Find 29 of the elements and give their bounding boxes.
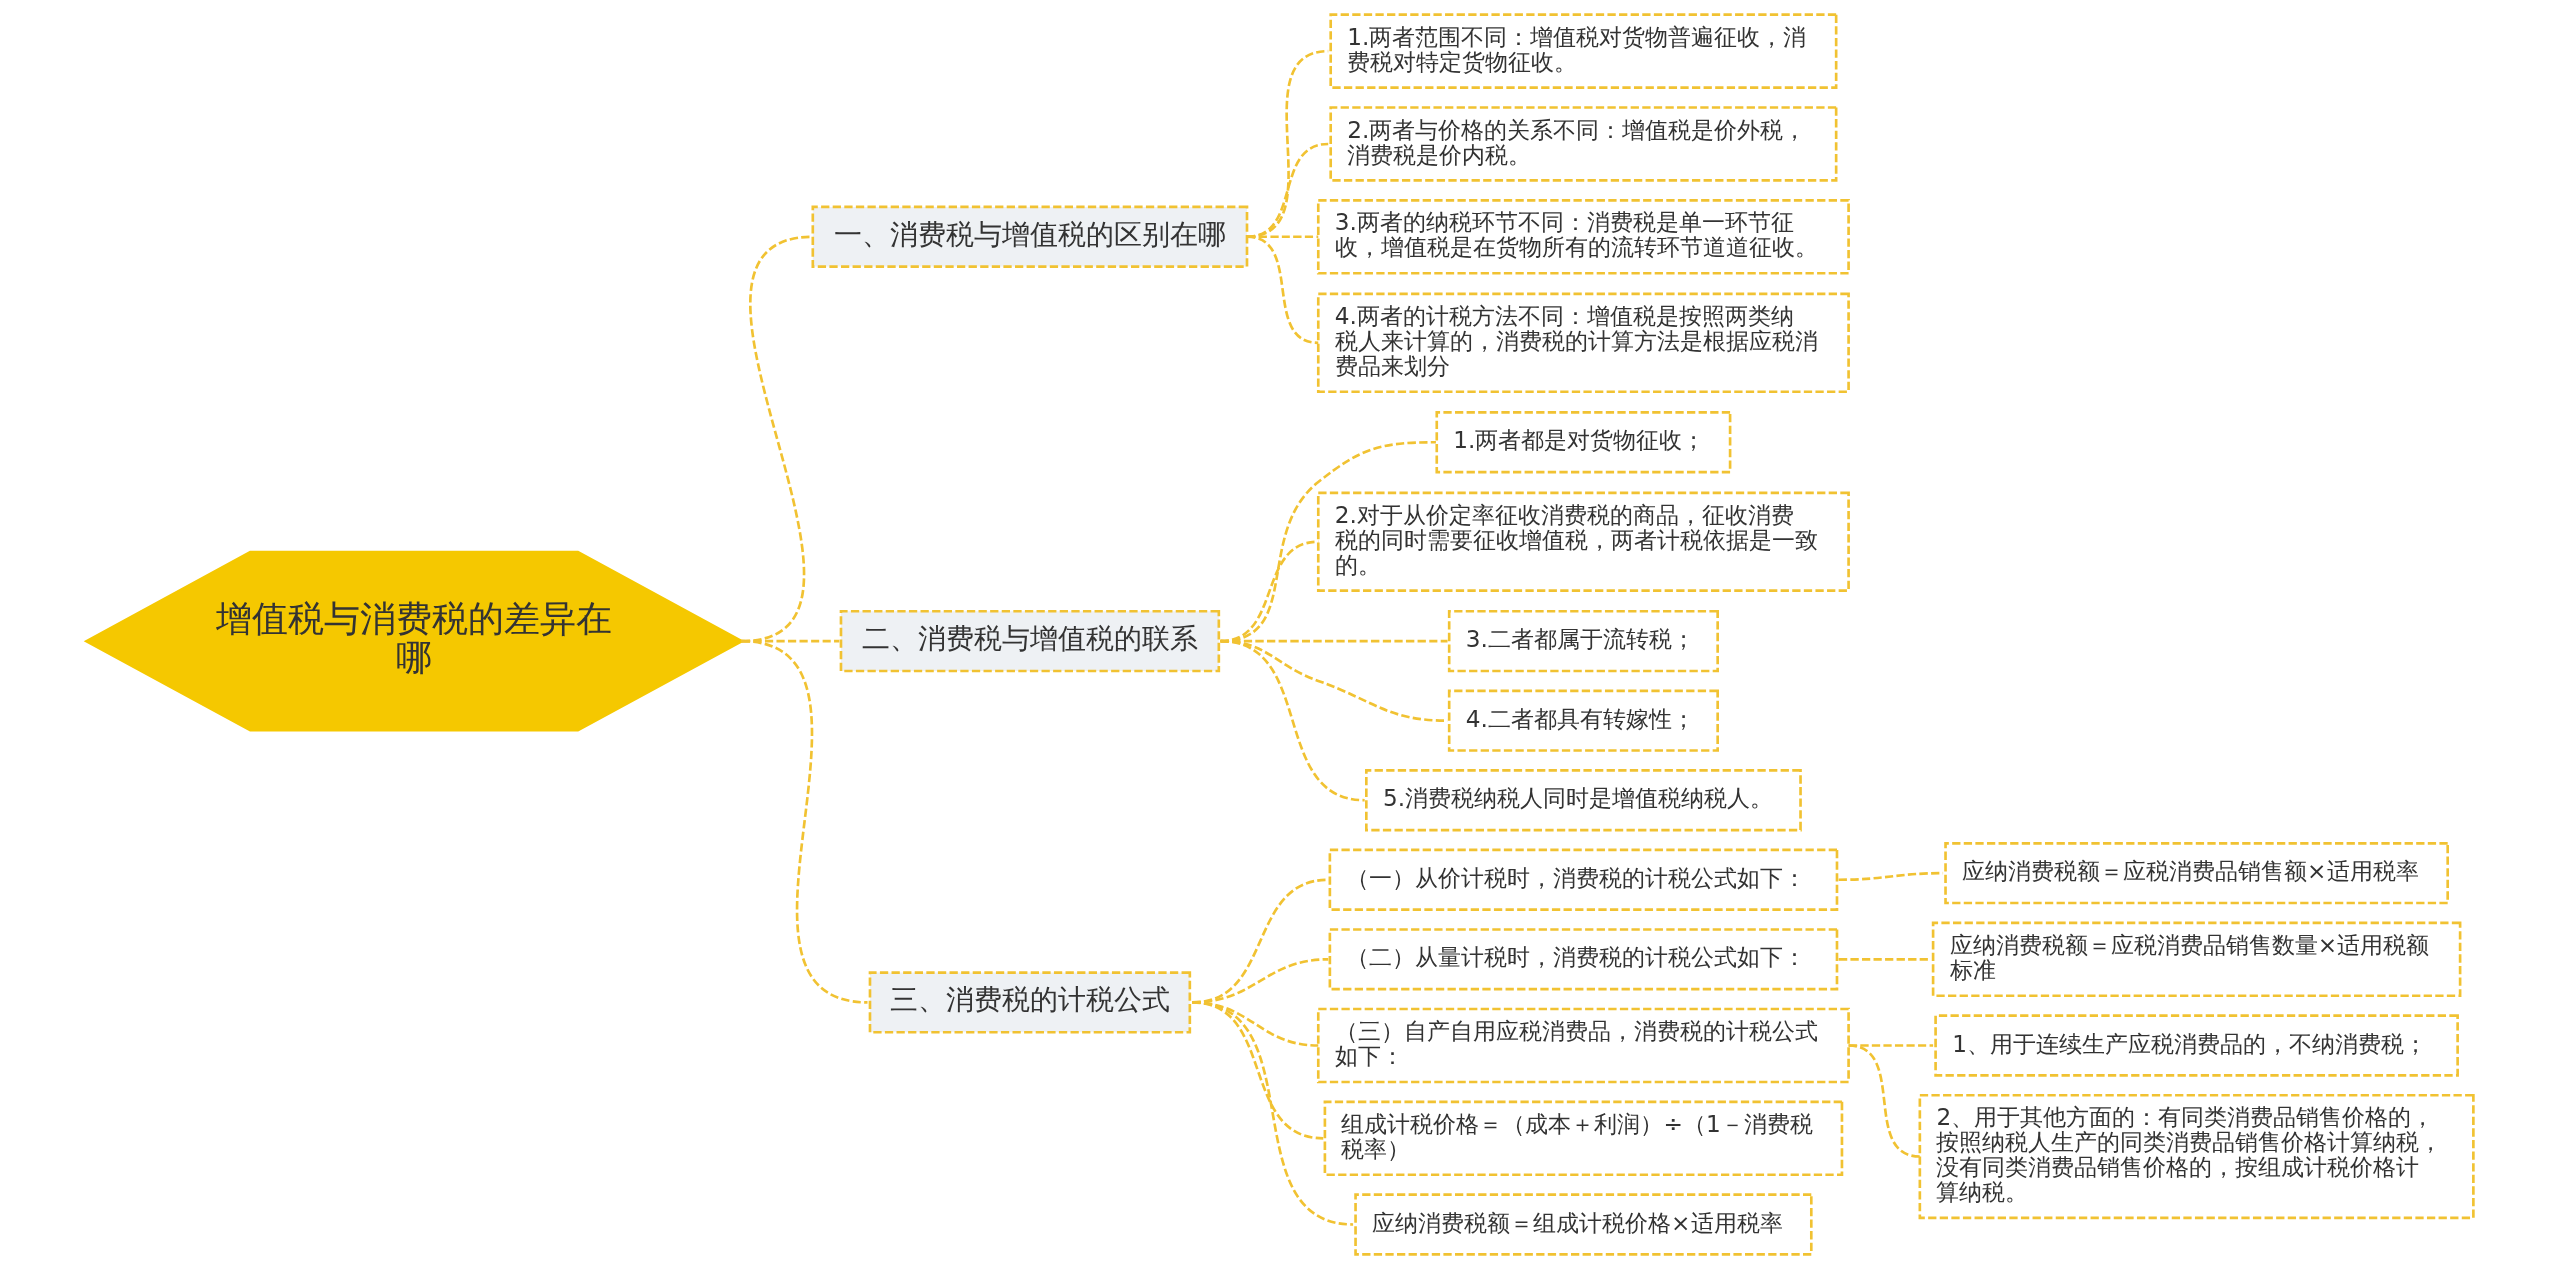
node-box: 4.两者的计税方法不同：增值税是按照两类纳税人来计算的，消费税的计算方法是根据应税消费品来划分: [1316, 292, 1850, 394]
connector: [1848, 1044, 1921, 1158]
node-box: （一）从价计税时，消费税的计税公式如下：: [1328, 848, 1839, 911]
connector: [1246, 142, 1329, 239]
node-box: 组成计税价格＝（成本＋利润）÷（1－消费税税率）: [1323, 1100, 1844, 1177]
node-box: （二）从量计税时，消费税的计税公式如下：: [1328, 928, 1839, 991]
connector: [1247, 235, 1319, 239]
node-box: 2、用于其他方面的：有同类消费品销售价格的，按照纳税人生产的同类消费品销售价格计算纳税，没有同类消费品销售价格的，按组成计税价格计算纳税。: [1918, 1093, 2475, 1220]
node-box: 应纳消费税额＝组成计税价格×适用税率: [1354, 1193, 1813, 1256]
node-box: 3.两者的纳税环节不同：消费税是单一环节征收，增值税是在货物所有的流转环节道道征收。: [1316, 198, 1850, 275]
node-box: 1.两者都是对货物征收；: [1435, 411, 1732, 474]
node-box: 二、消费税与增值税的联系: [839, 609, 1221, 673]
node-box: 1.两者范围不同：增值税对货物普遍征收，消费税对特定货物征收。: [1329, 13, 1838, 89]
node-box: 一、消费税与增值税的区别在哪: [811, 205, 1249, 268]
connector: [741, 639, 868, 1004]
node-box: 3.二者都属于流转税；: [1447, 609, 1719, 673]
node-box: 1、用于连续生产应税消费品的，不纳消费税；: [1934, 1014, 2459, 1077]
connector: [1246, 49, 1329, 239]
connector: [1192, 1001, 1354, 1226]
node-box: 应纳消费税额＝应税消费品销售数量×适用税额标准: [1931, 921, 2462, 998]
connector: [1220, 639, 1365, 802]
node-box: （三）自产自用应税消费品，消费税的计税公式如下：: [1316, 1007, 1850, 1084]
connector: [1246, 235, 1319, 345]
node-box: 4.二者都具有转嫁性；: [1447, 689, 1719, 752]
node-box: 三、消费税的计税公式: [868, 971, 1192, 1034]
node-box: 5.消费税纳税人同时是增值税纳税人。: [1365, 769, 1802, 832]
node-box: 2.两者与价格的关系不同：增值税是价外税，消费税是价内税。: [1329, 106, 1838, 182]
node-box: 应纳消费税额＝应税消费品销售额×适用税率: [1944, 842, 2449, 905]
node-box: 2.对于从价定率征收消费税的商品，征收消费税的同时需要征收增值税，两者计税依据是一致的。: [1316, 491, 1850, 592]
